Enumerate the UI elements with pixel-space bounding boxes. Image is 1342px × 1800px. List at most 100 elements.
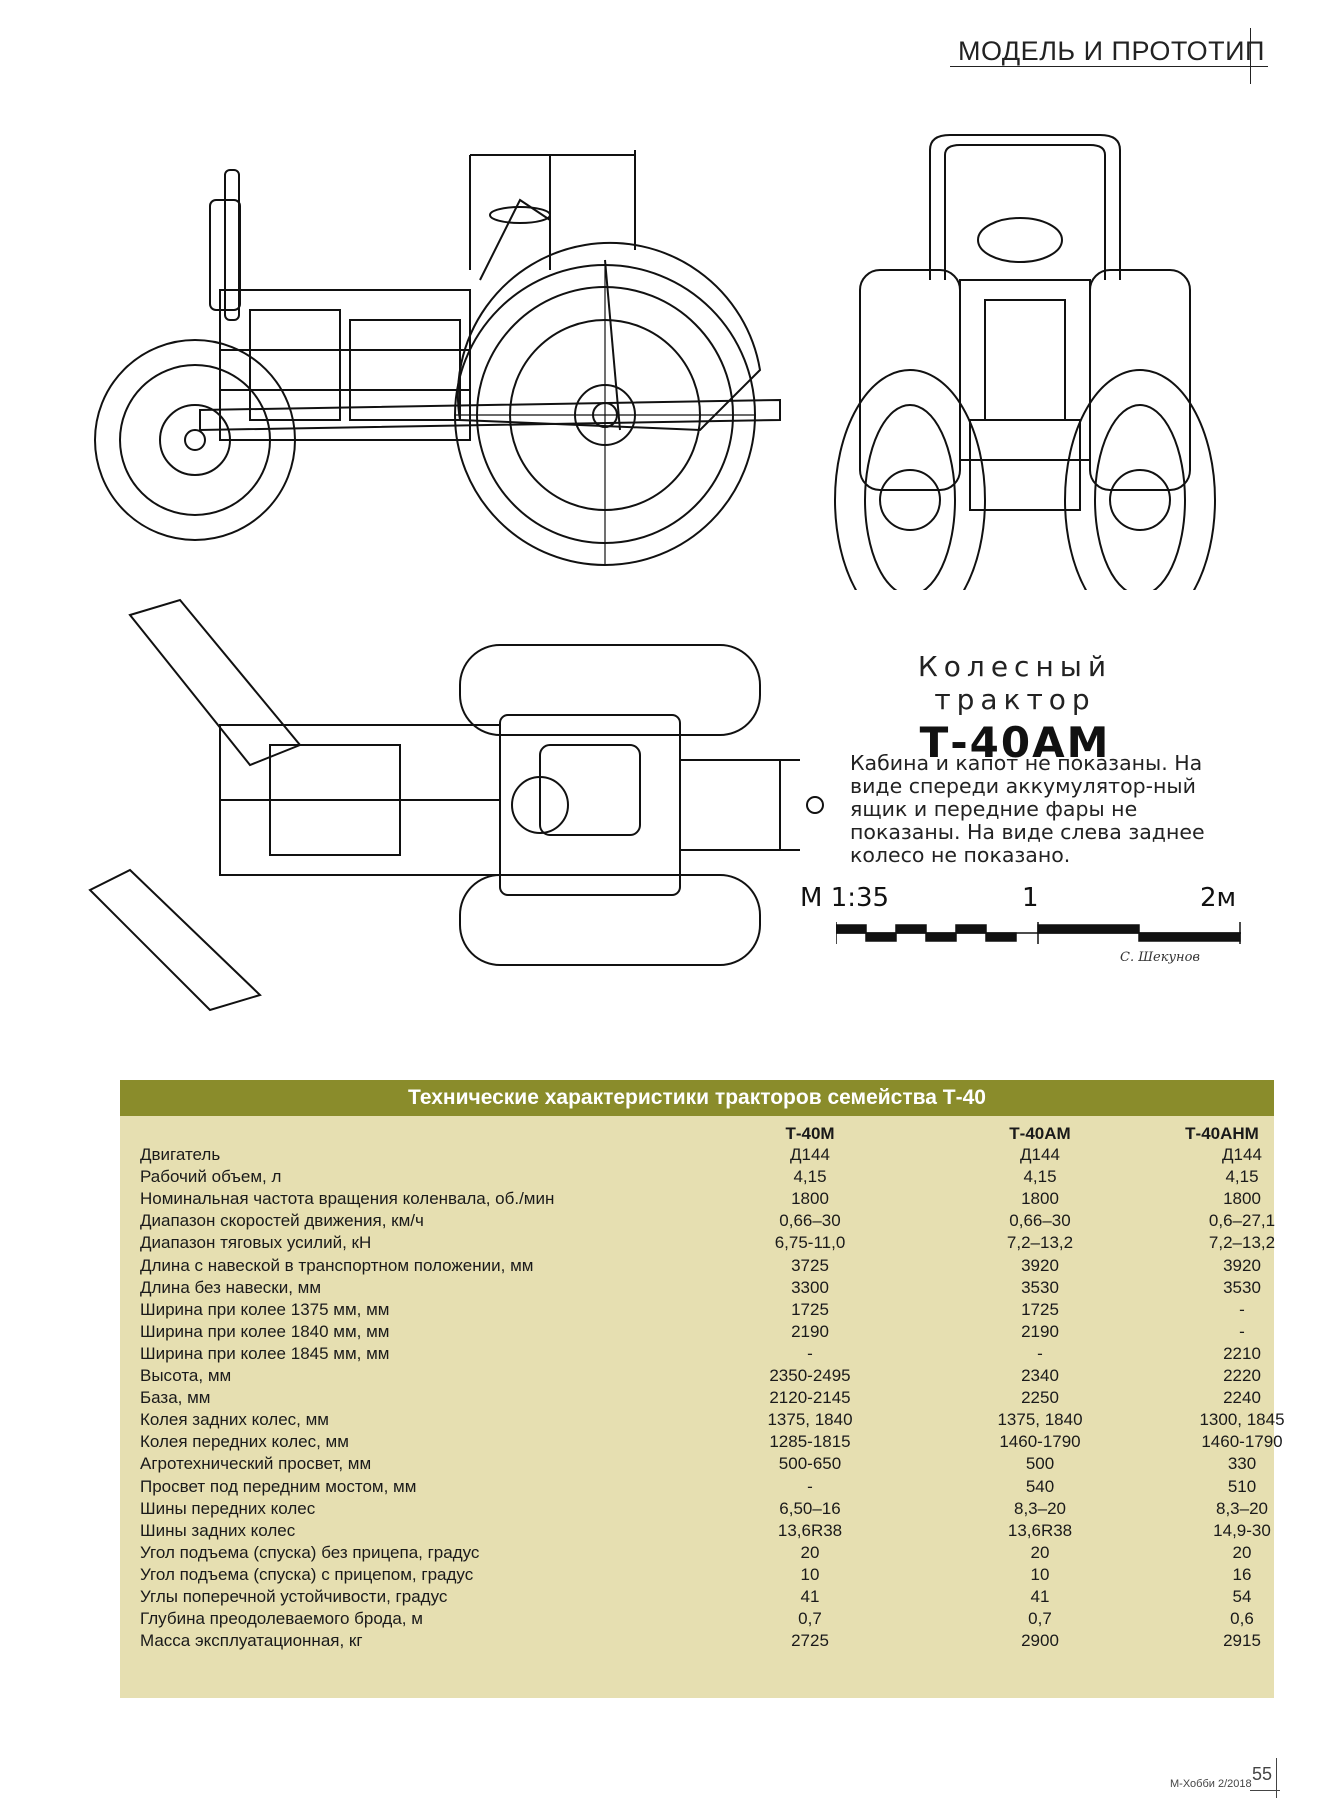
row-value: 2240 (1223, 1388, 1261, 1408)
scale-mid-label: 1 (1022, 883, 1039, 913)
row-label: Колея задних колес, мм (140, 1410, 329, 1430)
header-divider (950, 66, 1268, 67)
tractor-top-view (88, 598, 824, 1012)
row-value: 2190 (1021, 1321, 1059, 1341)
row-value: 2250 (1021, 1388, 1059, 1408)
model-name: Т-40АМ (919, 718, 1111, 767)
row-value: 0,6 (1230, 1609, 1254, 1629)
row-value: 6,75-11,0 (774, 1233, 846, 1253)
row-value: 330 (1227, 1454, 1257, 1474)
row-value: 540 (1025, 1476, 1055, 1496)
row-value: 2340 (1021, 1366, 1059, 1385)
page-number: 55 (1252, 1764, 1273, 1784)
row-value: 1800 (1021, 1189, 1059, 1209)
drawing-subtitle: Колесный трактор (917, 650, 1113, 716)
column-header: Т-40АМ (1009, 1124, 1071, 1143)
row-label: Просвет под передним мостом, мм (140, 1476, 417, 1496)
row-value: - (807, 1476, 813, 1496)
row-label: База, мм (140, 1388, 211, 1408)
table-row: Глубина преодолеваемого брода, м 0,7 0,7 0,… (140, 1608, 1260, 1630)
row-value: 1285-1815 (769, 1432, 851, 1452)
table-row: Длина с навеской в транспортном положени… (140, 1255, 1261, 1277)
row-value: - (807, 1343, 813, 1363)
row-value: Д144 (790, 1145, 830, 1164)
row-label: Шины передних колес (140, 1498, 316, 1518)
row-value: 0,6–27,1 (1208, 1211, 1276, 1231)
tractor-side-view (94, 150, 781, 566)
row-value: 4,15 (793, 1167, 827, 1187)
row-value: 7,2–13,2 (1208, 1233, 1276, 1253)
row-value: 2190 (791, 1321, 829, 1341)
row-value: 1800 (1223, 1189, 1261, 1209)
row-value: 510 (1227, 1476, 1257, 1496)
row-label: Двигатель (140, 1145, 221, 1164)
page-rule (1250, 1790, 1280, 1791)
table-row: Угол подъема (спуска) без прицепа, граду… (140, 1542, 1260, 1564)
row-label: Рабочий объем, л (140, 1167, 282, 1187)
column-header: Т-40М (785, 1124, 835, 1143)
row-label: Диапазон скоростей движения, км/ч (140, 1211, 424, 1231)
author-signature: С. Шекунов (1120, 950, 1200, 965)
row-label: Глубина преодолеваемого брода, м (140, 1609, 423, 1629)
table-row: Номинальная частота вращения коленвала, … (140, 1188, 1261, 1210)
row-label: Номинальная частота вращения коленвала, … (140, 1189, 555, 1209)
row-label: Агротехнический просвет, мм (140, 1454, 372, 1474)
row-label: Ширина при колее 1840 мм, мм (140, 1321, 390, 1341)
row-value: 4,15 (1023, 1167, 1057, 1187)
row-value: 7,2–13,2 (1006, 1233, 1074, 1253)
header-tick-mark (1250, 28, 1251, 84)
row-value: 20 (1232, 1542, 1252, 1562)
row-label: Длина без навески, мм (140, 1277, 322, 1297)
row-value: 3920 (1021, 1255, 1059, 1275)
row-value: 0,7 (1028, 1609, 1052, 1629)
row-label: Высота, мм (140, 1366, 232, 1385)
section-title: МОДЕЛЬ И ПРОТОТИП (958, 36, 1265, 66)
table-row: Ширина при колее 1845 мм, мм--2210 (140, 1343, 1261, 1365)
page-rule (1276, 1758, 1277, 1798)
scale-bar (836, 922, 1241, 944)
row-value: 1300, 1845 (1199, 1410, 1285, 1430)
row-value: 13,6R38 (777, 1520, 843, 1540)
column-header: Т-40АНМ (1185, 1124, 1259, 1143)
row-label: Угол подъема (спуска) с прицепом, градус (140, 1564, 474, 1584)
row-value: 20 (1030, 1542, 1050, 1562)
tractor-front-view (834, 134, 1216, 590)
table-row: Просвет под передним мостом, мм - 540 510 (140, 1476, 1260, 1498)
scale-end-label: 2м (1200, 883, 1237, 913)
row-value: 3300 (791, 1277, 829, 1297)
row-value: 1725 (1021, 1299, 1059, 1319)
row-value: 14,9-30 (1213, 1520, 1271, 1540)
source-label: М-Хобби 2/2018 (1170, 1778, 1252, 1790)
row-value: 1375, 1840 (997, 1410, 1083, 1430)
row-value: - (1239, 1299, 1245, 1319)
row-value: 20 (800, 1542, 820, 1562)
drawing-note: Кабина и капот не показаны. На виде спер… (850, 751, 1205, 867)
row-value: 10 (1030, 1564, 1050, 1584)
row-value: - (1239, 1321, 1245, 1341)
row-value: 1800 (791, 1189, 829, 1209)
row-label: Ширина при колее 1375 мм, мм (140, 1299, 390, 1319)
row-label: Углы поперечной устойчивости, градус (140, 1587, 448, 1606)
row-label: Масса эксплуатационная, кг (140, 1631, 363, 1651)
row-value: - (1037, 1343, 1043, 1363)
row-value: Д144 (1020, 1145, 1060, 1164)
spec-table: Технические характеристики тракторов сем… (120, 1080, 1285, 1698)
row-value: 54 (1232, 1587, 1252, 1606)
row-value: 2220 (1223, 1366, 1261, 1385)
row-value: 0,7 (798, 1609, 822, 1629)
row-label: Угол подъема (спуска) без прицепа, граду… (140, 1542, 480, 1562)
row-value: 3530 (1021, 1277, 1059, 1297)
row-value: 41 (800, 1587, 820, 1606)
